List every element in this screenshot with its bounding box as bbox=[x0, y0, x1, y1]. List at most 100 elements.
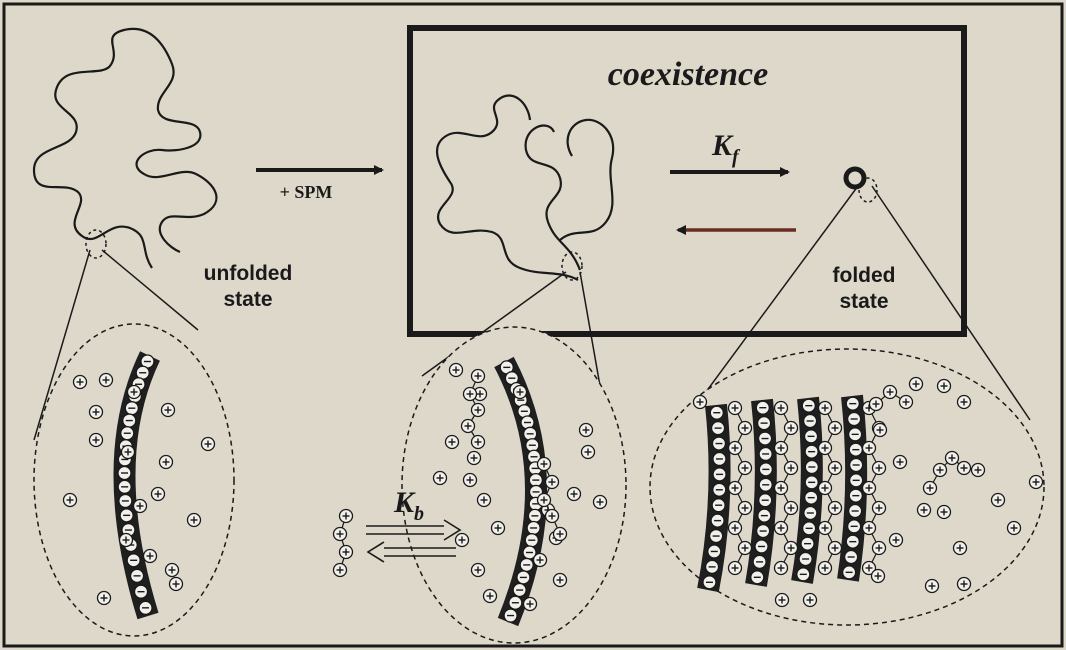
positive-charge bbox=[954, 542, 967, 555]
negative-charge bbox=[801, 537, 814, 550]
positive-charge bbox=[729, 522, 742, 535]
negative-charge bbox=[712, 422, 725, 435]
positive-charge bbox=[554, 528, 567, 541]
positive-charge bbox=[580, 424, 593, 437]
positive-charge bbox=[582, 446, 595, 459]
negative-charge bbox=[848, 413, 861, 426]
negative-charge bbox=[118, 467, 131, 480]
positive-charge bbox=[958, 462, 971, 475]
negative-charge bbox=[119, 494, 132, 507]
positive-charge bbox=[872, 570, 885, 583]
negative-charge bbox=[517, 571, 530, 584]
positive-charge bbox=[972, 464, 985, 477]
kf-label-main: K bbox=[711, 129, 734, 162]
negative-charge bbox=[850, 474, 863, 487]
negative-charge bbox=[804, 507, 817, 520]
positive-charge bbox=[873, 502, 886, 515]
positive-charge bbox=[98, 592, 111, 605]
negative-charge bbox=[757, 525, 770, 538]
negative-charge bbox=[845, 551, 858, 564]
positive-charge bbox=[775, 442, 788, 455]
positive-charge bbox=[785, 502, 798, 515]
folded-label-line1: folded bbox=[833, 264, 896, 287]
negative-charge bbox=[703, 576, 716, 589]
negative-charge bbox=[127, 554, 140, 567]
positive-charge bbox=[870, 398, 883, 411]
negative-charge bbox=[805, 445, 818, 458]
positive-charge bbox=[340, 510, 353, 523]
negative-charge bbox=[131, 569, 144, 582]
coexistence-label: coexistence bbox=[608, 56, 769, 93]
positive-charge bbox=[829, 542, 842, 555]
negative-charge bbox=[751, 571, 764, 584]
negative-charge bbox=[504, 609, 517, 622]
coexistence-chain-2 bbox=[526, 126, 580, 270]
folded-globule bbox=[846, 169, 864, 187]
positive-charge bbox=[546, 510, 559, 523]
positive-charge bbox=[134, 500, 147, 513]
positive-charge bbox=[775, 522, 788, 535]
negative-charge bbox=[710, 530, 723, 543]
negative-charge bbox=[118, 480, 131, 493]
positive-charge bbox=[739, 502, 752, 515]
negative-charge bbox=[843, 566, 856, 579]
positive-charge bbox=[472, 436, 485, 449]
positive-charge bbox=[900, 396, 913, 409]
positive-charge bbox=[958, 396, 971, 409]
negative-charge bbox=[520, 558, 533, 571]
positive-charge bbox=[128, 386, 141, 399]
positive-charge bbox=[472, 404, 485, 417]
positive-charge bbox=[934, 464, 947, 477]
negative-charge bbox=[529, 474, 542, 487]
positive-charge bbox=[874, 424, 887, 437]
negative-charge bbox=[713, 468, 726, 481]
unfolded-label-line1: unfolded bbox=[204, 262, 293, 285]
positive-charge bbox=[202, 438, 215, 451]
negative-charge bbox=[706, 560, 719, 573]
positive-charge bbox=[910, 378, 923, 391]
positive-charge bbox=[894, 456, 907, 469]
negative-charge bbox=[711, 514, 724, 527]
negative-charge bbox=[758, 417, 771, 430]
negative-charge bbox=[713, 452, 726, 465]
negative-charge bbox=[848, 520, 861, 533]
positive-charge bbox=[524, 598, 537, 611]
positive-charge bbox=[166, 564, 179, 577]
positive-charge bbox=[340, 546, 353, 559]
positive-charge bbox=[739, 462, 752, 475]
positive-charge bbox=[546, 476, 559, 489]
positive-charge bbox=[188, 514, 201, 527]
positive-charge bbox=[918, 504, 931, 517]
negative-charge bbox=[759, 447, 772, 460]
positive-charge bbox=[863, 482, 876, 495]
positive-charge bbox=[819, 482, 832, 495]
positive-charge bbox=[926, 580, 939, 593]
positive-charge bbox=[122, 446, 135, 459]
negative-charge bbox=[123, 414, 136, 427]
negative-charge bbox=[121, 427, 134, 440]
positive-charge bbox=[90, 434, 103, 447]
positive-charge bbox=[514, 386, 527, 399]
negative-charge bbox=[755, 540, 768, 553]
negative-charge bbox=[805, 476, 818, 489]
positive-charge bbox=[446, 436, 459, 449]
negative-charge bbox=[849, 428, 862, 441]
positive-charge bbox=[160, 456, 173, 469]
positive-charge bbox=[464, 474, 477, 487]
positive-charge bbox=[819, 442, 832, 455]
positive-charge bbox=[450, 364, 463, 377]
spm-chain-free bbox=[334, 510, 353, 577]
negative-charge bbox=[804, 415, 817, 428]
unfolded-label-line2: state bbox=[223, 288, 272, 311]
positive-charge bbox=[829, 462, 842, 475]
positive-charge bbox=[162, 404, 175, 417]
negative-charge bbox=[756, 401, 769, 414]
negative-charge bbox=[139, 601, 152, 614]
positive-charge bbox=[74, 376, 87, 389]
positive-charge bbox=[785, 462, 798, 475]
coexistence-chain-1 bbox=[437, 96, 578, 280]
negative-charge bbox=[125, 402, 138, 415]
negative-charge bbox=[846, 397, 859, 410]
negative-charge bbox=[713, 483, 726, 496]
positive-charge bbox=[492, 522, 505, 535]
